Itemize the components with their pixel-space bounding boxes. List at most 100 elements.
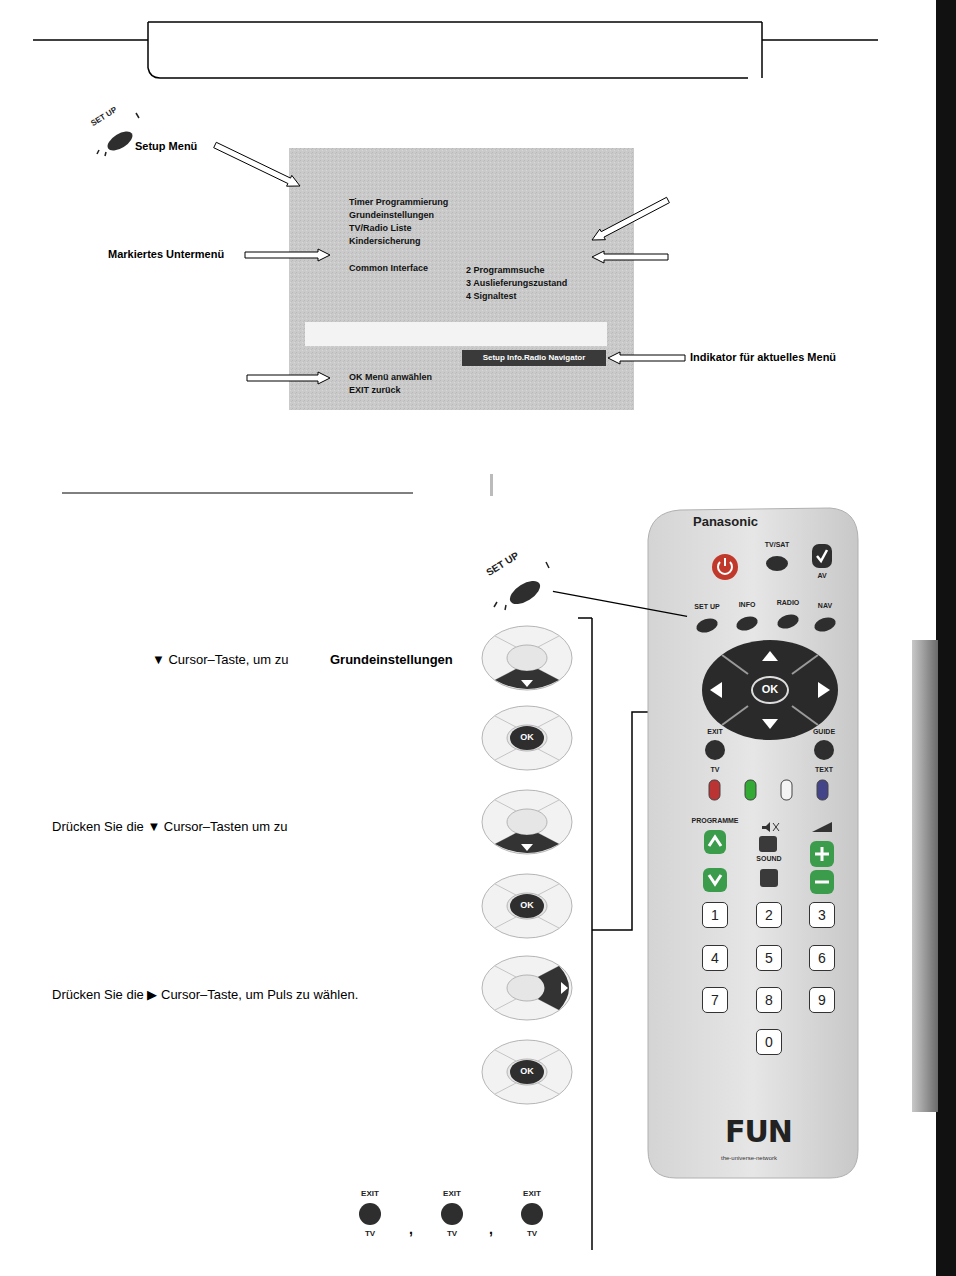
motion-marks <box>546 562 549 568</box>
number-button: 2 <box>756 902 782 928</box>
node-text: OK <box>520 901 534 910</box>
instruction-text: Grundeinstellungen <box>330 653 453 666</box>
number-button: 9 <box>809 987 835 1013</box>
node-text: the-universe-network <box>721 1155 777 1161</box>
node-text: TV/Radio Liste <box>349 224 412 233</box>
page-header-frame <box>762 39 878 41</box>
cursor-pad-icon <box>495 833 559 853</box>
color-buttons <box>709 780 720 800</box>
node-text: TV <box>365 1230 375 1238</box>
button-shape <box>703 829 727 855</box>
cursor-pad-icon <box>538 966 569 1010</box>
page-header-frame <box>33 39 148 41</box>
cursor-pad-icon <box>538 884 559 895</box>
volume-buttons <box>810 822 834 894</box>
cursor-pad-icon <box>482 790 572 854</box>
number-button: 8 <box>756 987 782 1013</box>
exit-button-icon: EXITTV <box>514 1190 550 1244</box>
node-text: Kindersicherung <box>349 237 421 246</box>
node-text: AV <box>817 572 826 579</box>
number-button: 4 <box>702 945 728 971</box>
button-shape <box>704 830 726 854</box>
button-shape <box>506 576 544 608</box>
cursor-pad-icon <box>538 1083 559 1094</box>
number-button: 0 <box>756 1029 782 1055</box>
cursor-pad-icon <box>495 884 559 928</box>
button-shape <box>703 829 727 855</box>
setup-button: SET UP <box>690 603 724 637</box>
cursor-pad-icon <box>495 966 516 977</box>
volume-buttons <box>815 881 829 884</box>
node-text: FUN <box>725 1117 792 1147</box>
node-text: Common Interface <box>349 264 428 273</box>
separator-comma: , <box>409 1222 413 1236</box>
node-text: Timer Programmierung <box>349 198 448 207</box>
button-shape <box>695 616 720 635</box>
cursor-ring <box>762 719 778 729</box>
remote-body <box>648 508 858 1178</box>
cursor-pad-icon <box>538 636 559 647</box>
button-shape <box>709 837 721 846</box>
setup-button-icon: SET UP <box>488 556 550 614</box>
programme-down-button <box>703 868 727 892</box>
mute-button <box>762 822 770 832</box>
menu-screen: Timer ProgrammierungGrundeinstellungenTV… <box>289 148 634 410</box>
info-button: INFO <box>731 601 763 637</box>
node-text: 0 <box>765 1035 773 1049</box>
node-text: OK <box>762 684 779 695</box>
instruction-text: Drücken Sie die ▶ Cursor–Taste, um Puls … <box>52 988 358 1001</box>
separator-comma: , <box>489 1222 493 1236</box>
cursor-pad-icon <box>521 680 533 687</box>
callout-arrows <box>608 352 685 364</box>
cursor-pad-icon <box>482 790 572 854</box>
setup-button-icon: SET UP <box>92 110 140 158</box>
cursor-ring <box>722 655 748 674</box>
node-text: TV <box>447 1230 457 1238</box>
button-shape <box>441 1203 463 1225</box>
ok-button-icon: OK <box>510 1060 544 1084</box>
node-text: SET UP <box>90 106 119 128</box>
button-shape <box>776 612 801 631</box>
section-rule <box>62 493 413 494</box>
node-text: 9 <box>818 993 826 1007</box>
cursor-ring <box>702 640 838 740</box>
node-text: 8 <box>765 993 773 1007</box>
cursor-pad-icon <box>538 716 559 727</box>
mute-button <box>759 822 779 852</box>
programme-down-button <box>703 868 727 892</box>
step-bracket <box>591 618 593 1250</box>
cursor-pad-icon <box>482 956 572 1020</box>
node-text: NAV <box>818 602 832 609</box>
callout-label: Setup Menü <box>135 141 197 152</box>
node-text: Panasonic <box>693 515 758 528</box>
cursor-pad-icon <box>482 874 572 938</box>
ok-button-icon: OK <box>510 894 544 918</box>
cursor-pad-icon <box>495 800 516 811</box>
page-edge-bar <box>936 0 956 1276</box>
node-text: EXIT <box>707 728 723 735</box>
radio-button: RADIO <box>770 599 806 637</box>
cursor-pad-icon <box>482 1040 572 1104</box>
callout-arrows <box>214 142 300 186</box>
cursor-pad-icon <box>561 982 568 994</box>
page-edge-bar <box>912 640 938 1112</box>
color-buttons <box>817 780 828 800</box>
motion-marks <box>97 150 99 154</box>
menu-screen-image <box>289 148 634 410</box>
cursor-pad-icon <box>482 626 572 690</box>
cursor-pad-icon <box>495 716 516 727</box>
cursor-pad-icon <box>507 645 547 671</box>
cursor-pad-icon <box>538 749 559 760</box>
cursor-ring <box>792 655 818 674</box>
exit-button-icon: EXITTV <box>352 1190 388 1244</box>
cursor-pad-icon <box>495 1050 559 1094</box>
node-text: GUIDE <box>813 728 835 735</box>
section-rule <box>62 474 493 496</box>
cursor-ring <box>722 655 818 725</box>
motion-marks <box>136 113 139 118</box>
node-text: 3 Auslieferungszustand <box>466 279 567 288</box>
instruction-text: Drücken Sie die ▼ Cursor–Tasten um zu <box>52 820 287 833</box>
cursor-pad-icon <box>482 706 572 770</box>
cursor-pad-icon <box>495 716 559 760</box>
cursor-ring <box>722 706 748 725</box>
